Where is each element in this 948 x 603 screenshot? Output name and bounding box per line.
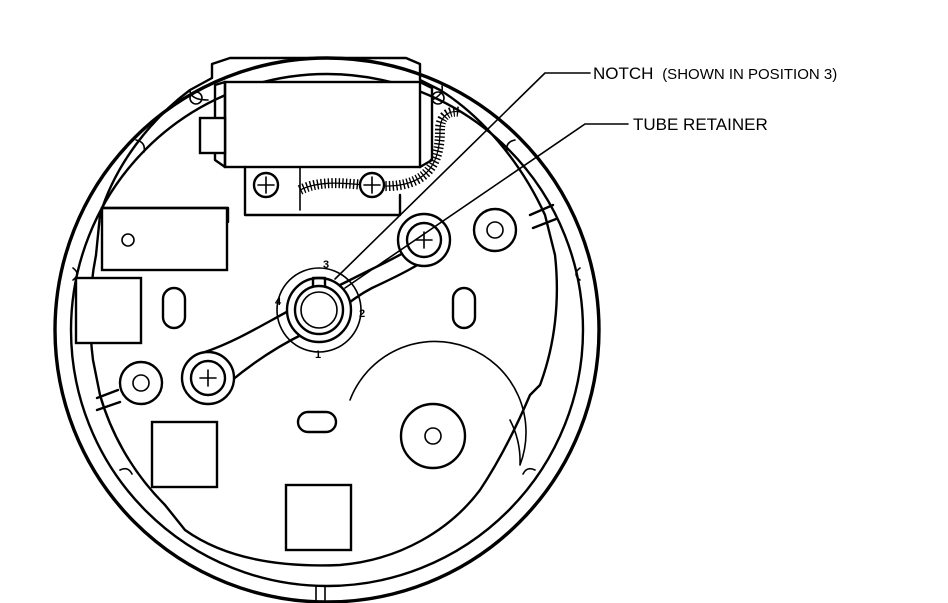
screw-icon	[252, 171, 280, 199]
square-pad	[150, 420, 219, 489]
notch-leader-line	[334, 72, 591, 280]
spring-arc	[349, 340, 527, 466]
notch-callout-detail: (SHOWN IN POSITION 3)	[662, 66, 837, 83]
tube-retainer-callout: TUBE RETAINER	[633, 115, 768, 134]
central-tube	[285, 276, 353, 344]
tube-retainer-leader-line	[344, 123, 629, 289]
screw-icon	[358, 171, 386, 199]
notch-callout: NOTCH (SHOWN IN POSITION 3)	[593, 64, 837, 83]
mounting-boss	[472, 207, 518, 253]
terminal-block	[189, 80, 445, 217]
mounting-boss	[118, 360, 164, 406]
slot	[161, 286, 187, 330]
coil-spring-icon	[297, 106, 461, 195]
position-label-2: 2	[359, 308, 365, 320]
mounting-boss	[399, 402, 467, 470]
notch-callout-main: NOTCH	[593, 64, 653, 83]
screw-icon	[396, 212, 452, 268]
slot	[451, 286, 477, 330]
square-pad	[74, 276, 143, 345]
square-pad	[284, 483, 353, 552]
position-label-4: 4	[275, 296, 282, 308]
slot	[296, 410, 338, 434]
left-bracket	[100, 206, 230, 272]
position-label-1: 1	[315, 349, 321, 361]
position-label-3: 3	[323, 259, 329, 271]
screw-icon	[180, 350, 236, 406]
